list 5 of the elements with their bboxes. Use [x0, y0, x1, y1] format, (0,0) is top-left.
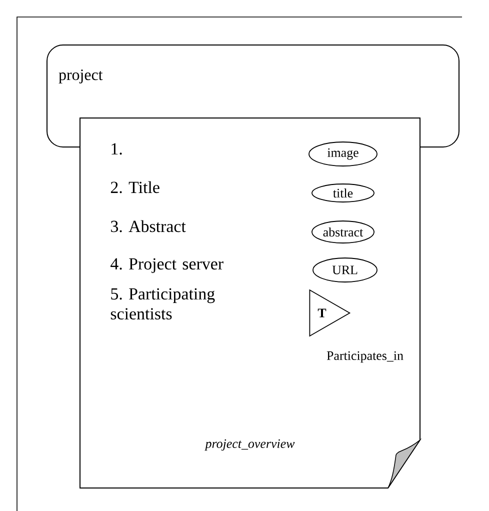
- item-label: 5. Participating scientists: [110, 288, 215, 320]
- triangle-caption: Participates_in: [326, 351, 404, 363]
- item-label: 3. Abstract: [111, 220, 186, 232]
- item-label: 2. Title: [110, 181, 160, 194]
- item-label: 4. Project server: [110, 258, 224, 274]
